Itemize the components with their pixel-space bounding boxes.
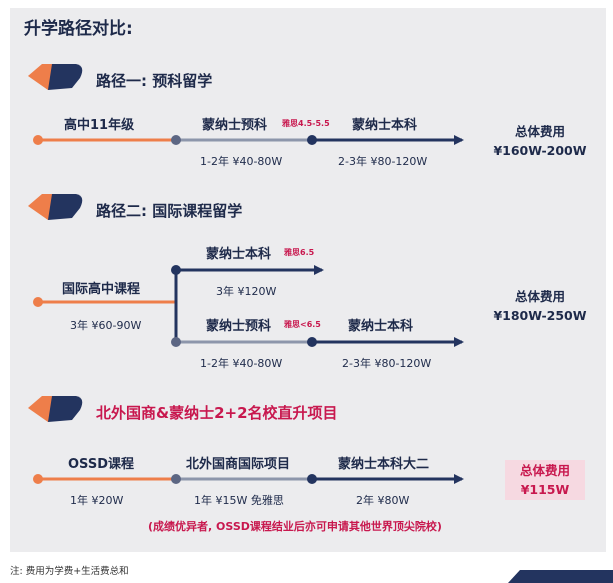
path2-stage1: 国际高中课程 bbox=[62, 282, 141, 297]
path1-total-label: 总体费用 bbox=[514, 124, 565, 139]
path2-total-label: 总体费用 bbox=[514, 289, 565, 304]
path2-upper-ielts: 雅思6.5 bbox=[284, 248, 315, 257]
path3-total-highlight bbox=[505, 460, 585, 500]
section-icon-3 bbox=[28, 396, 83, 422]
page-title: 升学路径对比: bbox=[24, 19, 133, 39]
path2-lower-cost1: 1-2年 ¥40-80W bbox=[200, 357, 283, 370]
path3-note: (成绩优异者, OSSD课程结业后亦可申请其他世界顶尖院校) bbox=[148, 520, 442, 533]
path2-lower-stage1: 蒙纳士预科 bbox=[206, 319, 272, 334]
path2-lower-cost2: 2-3年 ¥80-120W bbox=[342, 357, 432, 370]
path2-timeline bbox=[33, 265, 464, 347]
path1-total-value: ¥160W-200W bbox=[493, 143, 587, 158]
corner-decoration bbox=[508, 570, 613, 583]
path3-total-value: ¥115W bbox=[520, 482, 570, 497]
path2-heading: 路径二: 国际课程留学 bbox=[96, 202, 243, 220]
section-icon-1 bbox=[28, 64, 83, 90]
path3-heading: 北外国商&蒙纳士2+2名校直升项目 bbox=[96, 404, 338, 422]
path2-total-value: ¥180W-250W bbox=[493, 308, 587, 323]
path3-cost3: 2年 ¥80W bbox=[356, 494, 410, 507]
path2-cost1: 3年 ¥60-90W bbox=[70, 319, 142, 332]
path2-lower-ielts: 雅思<6.5 bbox=[284, 320, 321, 329]
path3-stage3: 蒙纳士本科大二 bbox=[338, 457, 430, 472]
path2-total: 总体费用 ¥180W-250W bbox=[488, 287, 592, 325]
path1-stage2: 蒙纳士预科 bbox=[202, 118, 268, 133]
path1-total: 总体费用 ¥160W-200W bbox=[488, 122, 592, 160]
path3-cost1: 1年 ¥20W bbox=[70, 494, 124, 507]
path3-timeline bbox=[33, 474, 464, 484]
path2-upper-cost: 3年 ¥120W bbox=[216, 285, 277, 298]
path2-lower-stage2: 蒙纳士本科 bbox=[348, 319, 414, 334]
section-icon-2 bbox=[28, 194, 83, 220]
path2-upper-stage: 蒙纳士本科 bbox=[206, 247, 272, 262]
path1-ielts: 雅思4.5-5.5 bbox=[282, 119, 330, 128]
path3-cost2: 1年 ¥15W 免雅思 bbox=[194, 494, 284, 507]
path1-heading: 路径一: 预科留学 bbox=[96, 72, 213, 90]
path1-stage3: 蒙纳士本科 bbox=[352, 118, 418, 133]
path1-stage1: 高中11年级 bbox=[64, 118, 135, 133]
path1-timeline bbox=[33, 135, 464, 145]
path3-stage1: OSSD课程 bbox=[68, 457, 134, 472]
path3-total: 总体费用 ¥115W bbox=[495, 461, 595, 499]
footnote: 注: 费用为学费+生活费总和 bbox=[10, 566, 129, 577]
path3-total-label: 总体费用 bbox=[519, 463, 570, 478]
path3-stage2: 北外国商国际项目 bbox=[186, 457, 291, 472]
path1-cost3: 2-3年 ¥80-120W bbox=[338, 155, 428, 168]
path1-cost2: 1-2年 ¥40-80W bbox=[200, 155, 283, 168]
